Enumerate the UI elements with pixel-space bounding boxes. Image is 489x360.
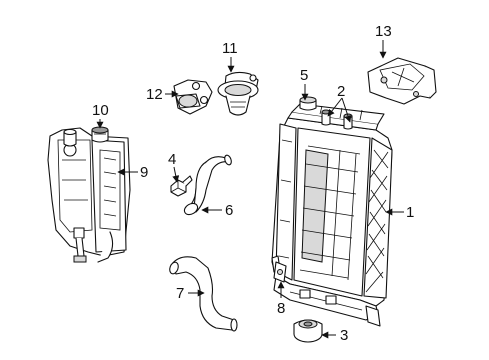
leader-4	[172, 166, 180, 183]
leader-lines	[96, 40, 404, 339]
callout-10: 10	[92, 102, 109, 119]
leader-2b	[341, 97, 352, 123]
callout-6: 6	[225, 202, 233, 219]
grommet-part	[293, 319, 323, 343]
callout-5: 5	[300, 67, 308, 84]
callout-11: 11	[222, 40, 238, 57]
callout-2: 2	[337, 83, 345, 100]
callout-3: 3	[340, 327, 348, 344]
callout-7: 7	[176, 285, 184, 302]
reservoir-cap-part	[91, 126, 109, 143]
callout-labels: 1 2 3 4 5 6 7 8 9 10 11 12 13	[92, 23, 414, 344]
bolt-part	[170, 175, 193, 197]
thermostat-housing-part	[173, 79, 213, 115]
leader-2a	[327, 97, 343, 117]
upper-hose-part	[183, 154, 232, 216]
thermostat-part	[217, 71, 259, 116]
callout-9: 9	[140, 164, 148, 181]
mount-bracket-part	[367, 57, 437, 105]
callout-8: 8	[277, 300, 285, 317]
radiator-part	[271, 96, 393, 327]
callout-1: 1	[406, 204, 414, 221]
callout-13: 13	[375, 23, 392, 40]
callout-12: 12	[146, 86, 163, 103]
reservoir-part	[47, 127, 131, 263]
radiator-bracket-part	[273, 261, 287, 283]
callout-4: 4	[168, 151, 176, 168]
